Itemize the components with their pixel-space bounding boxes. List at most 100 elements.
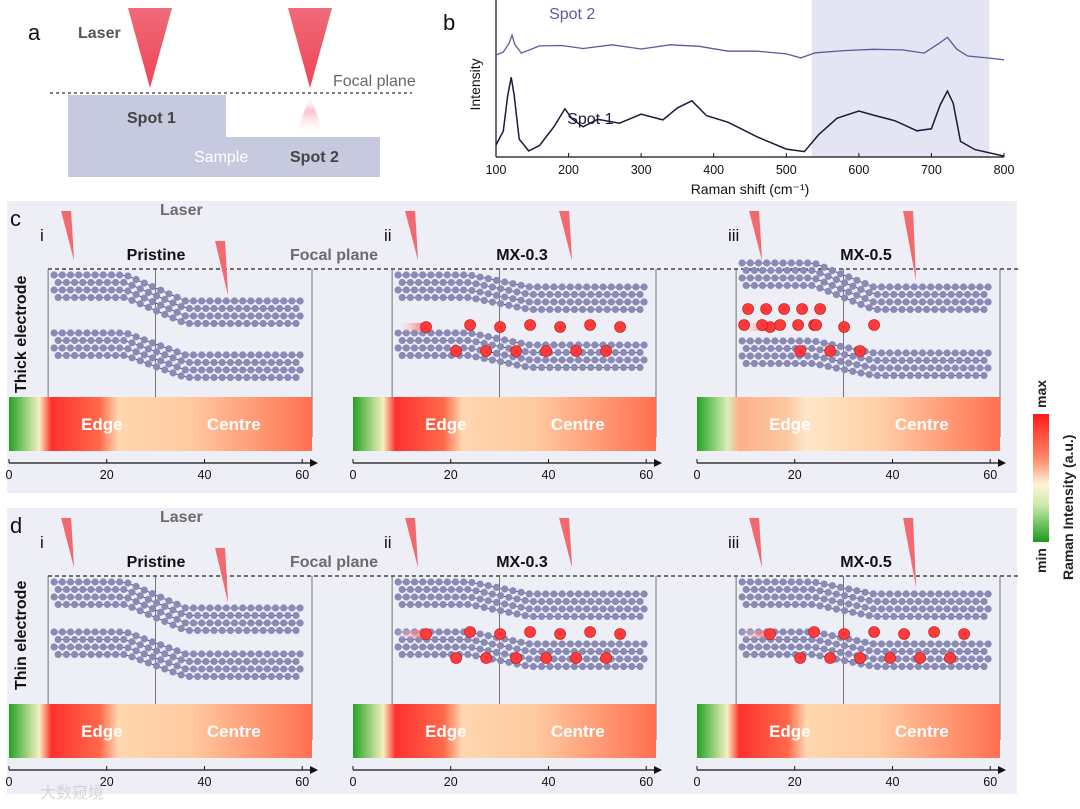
x-tick-label: 300 [631, 163, 652, 177]
layer-top-atom [533, 298, 542, 306]
panel-a: a Laser Focal plane Spot 1 Spot 2 Sample [28, 8, 416, 177]
layer-top-atom [562, 290, 570, 299]
layer-top-atom [869, 605, 877, 613]
layer-top-atom [468, 271, 476, 280]
layer-top-atom [980, 305, 988, 314]
laser-small [749, 518, 763, 568]
ion [570, 652, 582, 664]
layer-top-atom [611, 305, 620, 314]
colorbar-min-label: min [1033, 548, 1049, 573]
layer-bottom-atom [226, 657, 234, 666]
layer-bottom-atom [71, 650, 79, 659]
layer-top-atom [501, 278, 509, 286]
layer-bottom-atom [484, 333, 492, 341]
layer-bottom-atom [910, 640, 918, 648]
layer-top-atom [284, 304, 292, 313]
layer-bottom-atom [157, 357, 165, 365]
layer-bottom-atom [280, 650, 288, 658]
layer-bottom-atom [177, 357, 185, 365]
layer-top-atom [603, 597, 611, 606]
layer-top-atom [832, 605, 841, 613]
layer-bottom-atom [636, 662, 644, 671]
layer-top-atom [779, 578, 787, 586]
layer-bottom-atom [951, 640, 959, 648]
layer-top-atom [288, 312, 296, 320]
layer-top-atom [128, 603, 136, 611]
layer-top-atom [865, 304, 873, 312]
layer-top-atom [750, 266, 759, 275]
layer-bottom-atom [906, 647, 914, 656]
layer-top-atom [525, 605, 533, 613]
layer-top-atom [869, 590, 877, 598]
layer-bottom-atom [402, 344, 410, 352]
layer-top-atom [546, 305, 554, 314]
layer-bottom-atom [222, 366, 230, 374]
layer-bottom-atom [959, 640, 968, 648]
layer-top-atom [754, 259, 763, 267]
layer-top-atom [820, 580, 828, 588]
layer-top-atom [947, 290, 955, 299]
layer-top-atom [538, 597, 546, 606]
layer-bottom-atom [431, 650, 439, 659]
layer-top-atom [415, 278, 423, 287]
layer-bottom-atom [292, 672, 300, 681]
layer-top-atom [435, 593, 443, 601]
edge-label: Edge [769, 722, 811, 741]
ion [554, 628, 566, 640]
layer-top-atom [398, 293, 406, 302]
layer-top-atom [845, 288, 853, 296]
layer-bottom-atom [189, 351, 198, 359]
layer-top-atom [538, 290, 546, 299]
ion [778, 303, 790, 315]
layer-bottom-atom [824, 362, 832, 370]
ion [898, 628, 910, 640]
laser-cone-1 [128, 8, 172, 88]
layer-bottom-atom [587, 348, 595, 357]
layer-top-atom [202, 304, 210, 313]
layer-top-atom [185, 319, 193, 328]
layer-top-atom [456, 293, 464, 302]
layer-bottom-atom [271, 351, 280, 359]
layer-bottom-atom [460, 344, 468, 352]
layer-bottom-atom [620, 348, 628, 357]
layer-top-atom [284, 611, 292, 620]
layer-top-atom [472, 295, 480, 303]
layer-bottom-atom [783, 650, 791, 659]
layer-bottom-atom [71, 351, 79, 360]
layer-top-atom [923, 597, 931, 606]
layer-bottom-atom [533, 655, 542, 663]
layer-top-atom [558, 590, 566, 598]
layer-top-atom [189, 619, 198, 627]
layer-bottom-atom [267, 657, 275, 666]
layer-top-atom [87, 585, 95, 594]
layer-top-atom [423, 278, 431, 287]
layer-bottom-atom [58, 329, 66, 337]
layer-bottom-atom [214, 351, 222, 359]
layer-top-atom [402, 578, 410, 586]
layer-top-atom [968, 590, 976, 598]
layer-bottom-atom [558, 640, 566, 648]
layer-top-atom [451, 271, 460, 279]
layer-top-atom [406, 293, 414, 302]
layer-top-atom [972, 597, 980, 606]
layer-top-atom [480, 296, 488, 304]
layer-bottom-atom [292, 358, 300, 367]
layer-bottom-atom [898, 662, 906, 671]
layer-bottom-atom [66, 643, 75, 651]
intensity-strip [697, 704, 1000, 758]
layer-top-atom [284, 319, 292, 328]
layer-top-atom [914, 612, 923, 621]
layer-top-atom [87, 293, 95, 302]
layer-top-atom [505, 286, 513, 294]
layer-top-atom [771, 259, 779, 267]
layer-bottom-atom [955, 371, 964, 380]
layer-bottom-atom [255, 665, 263, 673]
layer-top-atom [951, 605, 959, 613]
layer-top-atom [99, 593, 107, 601]
layer-top-atom [451, 286, 460, 294]
layer-bottom-atom [112, 351, 120, 360]
layer-top-atom [210, 304, 218, 313]
layer-top-atom [615, 283, 624, 291]
layer-top-atom [189, 312, 198, 320]
layer-bottom-atom [538, 662, 546, 671]
